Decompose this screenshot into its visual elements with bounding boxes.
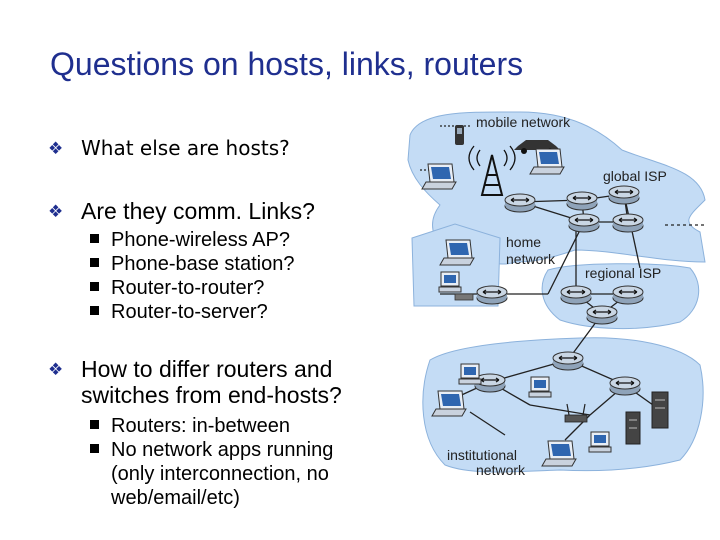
desktop-icon bbox=[528, 376, 552, 398]
square-bullet-icon bbox=[90, 234, 99, 244]
router-icon bbox=[608, 185, 640, 205]
sub-item-continuation: web/email/etc) bbox=[111, 487, 240, 509]
bullet-marker-icon: ❖ bbox=[48, 202, 64, 221]
router-icon bbox=[560, 285, 592, 305]
sub-item: Phone-base station? bbox=[90, 252, 294, 276]
router-icon bbox=[609, 376, 641, 396]
label-home-line2: network bbox=[506, 251, 556, 267]
sub-item: Routers: in-between bbox=[90, 414, 333, 438]
router-icon bbox=[612, 213, 644, 233]
square-bullet-icon bbox=[90, 258, 99, 268]
label-mobile-network: mobile network bbox=[476, 114, 571, 130]
sub-item: Phone-wireless AP? bbox=[90, 228, 294, 252]
square-bullet-icon bbox=[90, 420, 99, 430]
router-icon bbox=[568, 213, 600, 233]
bullet-marker-icon: ❖ bbox=[48, 360, 64, 379]
sub-list-routers: Routers: in-between No network apps runn… bbox=[90, 414, 333, 510]
label-home-line1: home bbox=[506, 234, 541, 250]
bullet-marker-icon: ❖ bbox=[48, 139, 64, 158]
sub-item: Router-to-router? bbox=[90, 276, 294, 300]
router-icon bbox=[586, 305, 618, 325]
desktop-icon bbox=[458, 363, 482, 385]
label-global-isp: global ISP bbox=[603, 168, 667, 184]
desktop-icon bbox=[438, 271, 462, 293]
server-icon bbox=[625, 391, 669, 445]
sub-list-links: Phone-wireless AP? Phone-base station? R… bbox=[90, 228, 294, 324]
router-icon bbox=[612, 285, 644, 305]
label-regional-isp: regional ISP bbox=[585, 265, 661, 281]
sub-item: No network apps running bbox=[90, 438, 333, 462]
desktop-icon bbox=[588, 431, 612, 453]
router-icon bbox=[552, 351, 584, 371]
sub-item: Router-to-server? bbox=[90, 300, 294, 324]
square-bullet-icon bbox=[90, 306, 99, 316]
sub-item-continuation: (only interconnection, no bbox=[111, 463, 329, 485]
bullet-text: Are they comm. Links? bbox=[81, 198, 315, 224]
slide-title: Questions on hosts, links, routers bbox=[50, 46, 524, 82]
cell-tower-icon bbox=[468, 145, 516, 196]
square-bullet-icon bbox=[90, 444, 99, 454]
bullet-links: ❖ Are they comm. Links? bbox=[48, 198, 315, 224]
label-institutional-line1: institutional bbox=[447, 447, 517, 463]
modem-icon bbox=[454, 293, 474, 301]
bullet-hosts: ❖ What else are hosts? bbox=[48, 135, 290, 161]
square-bullet-icon bbox=[90, 282, 99, 292]
phone-icon bbox=[455, 125, 464, 145]
bullet-routers: ❖ How to differ routers and switches fro… bbox=[48, 356, 342, 408]
router-icon bbox=[476, 285, 508, 305]
label-institutional-line2: network bbox=[476, 462, 526, 478]
bullet-text: How to differ routers and switches from … bbox=[81, 356, 342, 408]
router-icon bbox=[504, 193, 536, 213]
bullet-text: What else are hosts? bbox=[81, 136, 290, 160]
router-icon bbox=[566, 191, 598, 211]
wireless-ap-icon bbox=[564, 403, 588, 423]
